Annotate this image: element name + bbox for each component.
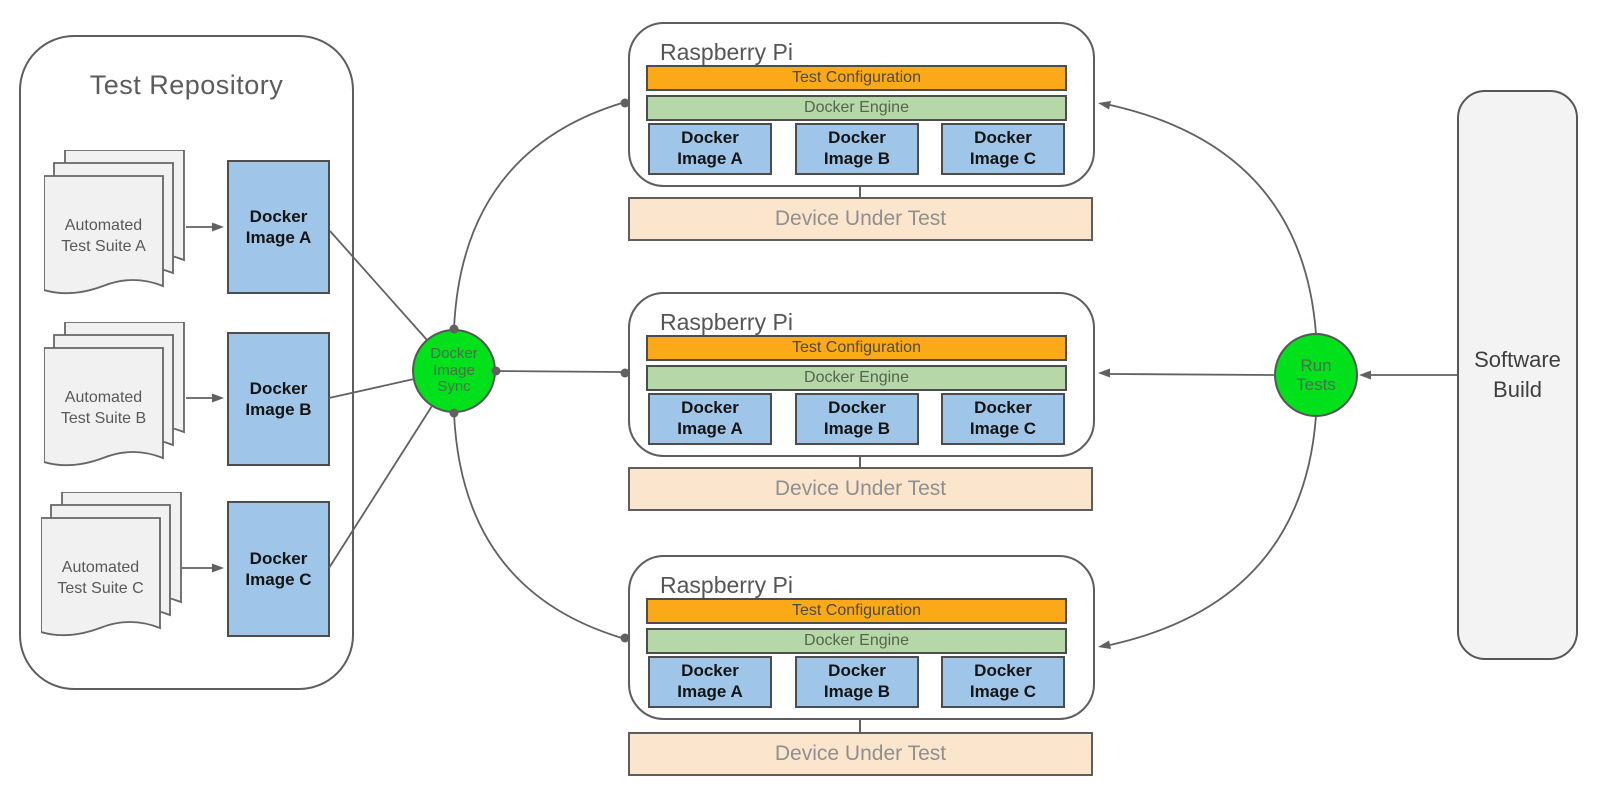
docker-image-a-chip: Docker Image A: [648, 393, 772, 445]
arrowhead-icon: [1098, 640, 1111, 649]
test-repository-title: Test Repository: [89, 70, 284, 100]
document-stack-icon: [44, 150, 185, 295]
arrowhead-icon: [1359, 370, 1371, 380]
docker-image-c-box: Docker Image C: [227, 501, 330, 637]
docker-image-c-chip: Docker Image C: [941, 656, 1065, 708]
test-configuration-bar: Test Configuration: [646, 598, 1067, 624]
test-configuration-bar: Test Configuration: [646, 335, 1067, 361]
raspberry-pi-2: Raspberry Pi Test Configuration Docker E…: [628, 292, 1095, 457]
test-suite-b-label: Automated Test Suite B: [60, 389, 147, 427]
raspberry-pi-title: Raspberry Pi: [660, 572, 793, 598]
docker-image-c-chip: Docker Image C: [941, 123, 1065, 175]
docker-image-b-chip: Docker Image B: [795, 123, 919, 175]
docker-image-b-chip: Docker Image B: [795, 393, 919, 445]
docker-image-c-chip: Docker Image C: [941, 393, 1065, 445]
test-suite-c-label: Automated Test Suite C: [57, 559, 144, 597]
raspberry-pi-3: Raspberry Pi Test Configuration Docker E…: [628, 555, 1095, 720]
docker-image-b-box: Docker Image B: [227, 332, 330, 466]
docker-engine-bar: Docker Engine: [646, 365, 1067, 391]
run-tests-node: Run Tests: [1274, 333, 1358, 417]
device-under-test-1: Device Under Test: [628, 197, 1093, 241]
test-suite-a-documents: Automated Test Suite A: [44, 150, 189, 302]
document-stack-icon: [44, 322, 185, 467]
test-configuration-bar: Test Configuration: [646, 65, 1067, 91]
raspberry-pi-1: Raspberry Pi Test Configuration Docker E…: [628, 22, 1095, 187]
device-under-test-3: Device Under Test: [628, 732, 1093, 776]
test-suite-b-documents: Automated Test Suite B: [44, 322, 189, 474]
document-stack-icon: [41, 492, 182, 637]
raspberry-pi-title: Raspberry Pi: [660, 309, 793, 335]
test-suite-c-documents: Automated Test Suite C: [41, 492, 186, 644]
docker-engine-bar: Docker Engine: [646, 95, 1067, 121]
docker-image-a-chip: Docker Image A: [648, 656, 772, 708]
docker-image-b-chip: Docker Image B: [795, 656, 919, 708]
software-build-box: Software Build: [1457, 90, 1578, 660]
docker-engine-bar: Docker Engine: [646, 628, 1067, 654]
docker-image-a-box: Docker Image A: [227, 160, 330, 294]
raspberry-pi-title: Raspberry Pi: [660, 39, 793, 65]
test-suite-a-label: Automated Test Suite A: [61, 217, 146, 255]
docker-image-a-chip: Docker Image A: [648, 123, 772, 175]
arrowhead-icon: [1098, 368, 1110, 378]
device-under-test-2: Device Under Test: [628, 467, 1093, 511]
arrowhead-icon: [1098, 101, 1111, 110]
docker-image-sync-node: Docker Image Sync: [412, 329, 496, 413]
